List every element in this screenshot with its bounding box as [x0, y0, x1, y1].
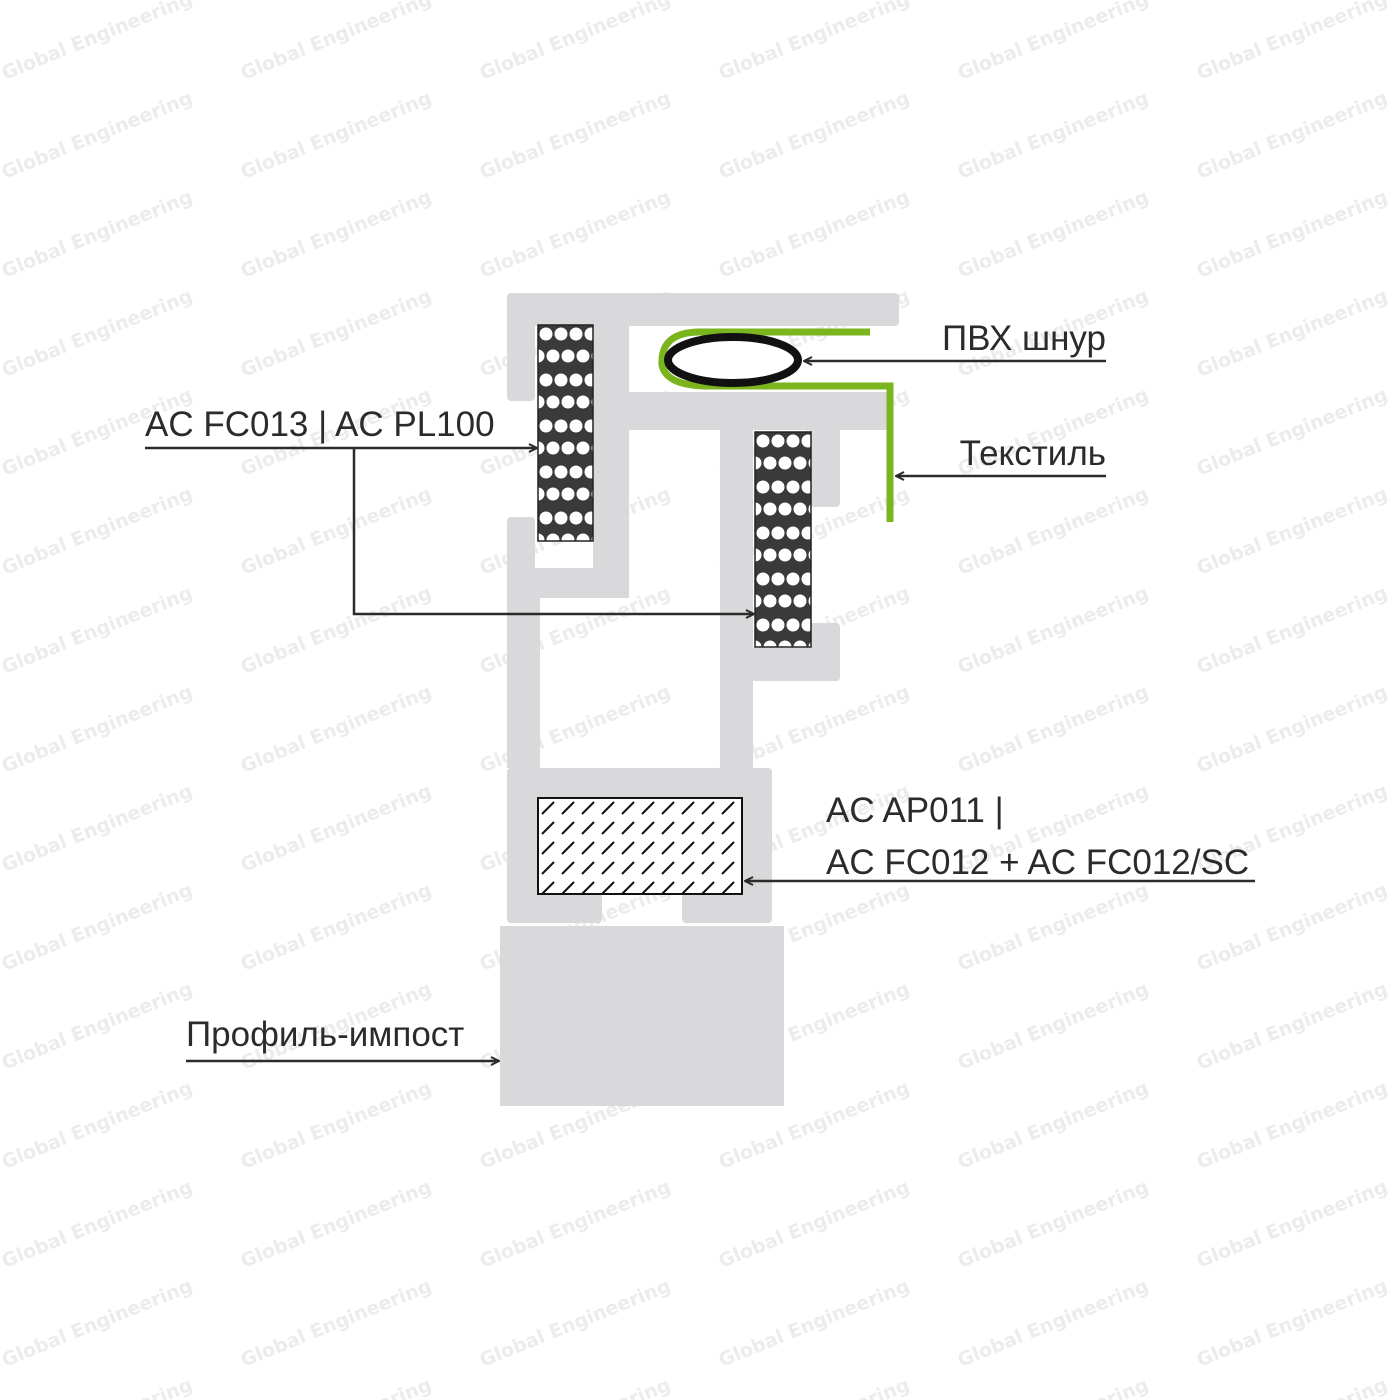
- watermark-text: Global Engineering: [0, 1275, 196, 1372]
- watermark-text: Global Engineering: [716, 87, 913, 184]
- watermark-text: Global Engineering: [1194, 1077, 1391, 1174]
- textile-strip: [658, 328, 894, 522]
- watermark-text: Global Engineering: [0, 285, 196, 382]
- watermark-text: Global Engineering: [238, 1077, 435, 1174]
- label-intumescent-strips: AC FC013 | AC PL100: [145, 405, 495, 444]
- watermark-text: Global Engineering: [0, 1077, 196, 1174]
- watermark-text: Global Engineering: [477, 1176, 674, 1273]
- intumescent-strip-lower: [754, 431, 812, 648]
- mullion-block: [500, 926, 784, 1106]
- watermark-text: Global Engineering: [238, 186, 435, 283]
- watermark-text: Global Engineering: [955, 1374, 1152, 1400]
- watermark-text: Global Engineering: [955, 1077, 1152, 1174]
- watermark-text: Global Engineering: [0, 87, 196, 184]
- watermark-text: Global Engineering: [0, 1176, 196, 1273]
- label-pvc-cord: ПВХ шнур: [942, 319, 1106, 358]
- watermark-text: Global Engineering: [1194, 978, 1391, 1075]
- label-textile: Текстиль: [960, 434, 1106, 473]
- watermark-text: Global Engineering: [1194, 384, 1391, 481]
- watermark-text: Global Engineering: [1194, 186, 1391, 283]
- watermark-text: Global Engineering: [1194, 0, 1391, 85]
- watermark-text: Global Engineering: [716, 0, 913, 85]
- watermark-text: Global Engineering: [955, 582, 1152, 679]
- watermark-text: Global Engineering: [0, 483, 196, 580]
- watermark-text: Global Engineering: [0, 1374, 196, 1400]
- watermark-text: Global Engineering: [1194, 681, 1391, 778]
- watermark-text: Global Engineering: [955, 978, 1152, 1075]
- pvc-cord: [664, 333, 802, 387]
- watermark-text: Global Engineering: [955, 1275, 1152, 1372]
- watermark-text: Global Engineering: [477, 1275, 674, 1372]
- watermark-text: Global Engineering: [238, 87, 435, 184]
- watermark-text: Global Engineering: [955, 0, 1152, 85]
- watermark-text: Global Engineering: [238, 582, 435, 679]
- watermark-text: Global Engineering: [0, 582, 196, 679]
- watermark-text: Global Engineering: [1194, 87, 1391, 184]
- watermark-text: Global Engineering: [0, 186, 196, 283]
- watermark-text: Global Engineering: [955, 483, 1152, 580]
- watermark-text: Global Engineering: [955, 1176, 1152, 1273]
- watermark-text: Global Engineering: [0, 780, 196, 877]
- label-glazing-line1: AC AP011 |: [826, 791, 1004, 830]
- watermark-text: Global Engineering: [0, 681, 196, 778]
- watermark-text: Global Engineering: [238, 483, 435, 580]
- watermark-text: Global Engineering: [477, 681, 674, 778]
- watermark-text: Global Engineering: [716, 1374, 913, 1400]
- watermark-text: Global Engineering: [0, 978, 196, 1075]
- watermark-text: Global Engineering: [955, 681, 1152, 778]
- watermark-text: Global Engineering: [1194, 1176, 1391, 1273]
- intumescent-strip-upper: [537, 324, 594, 542]
- watermark-text: Global Engineering: [1194, 1275, 1391, 1372]
- watermark-text: Global Engineering: [1194, 1374, 1391, 1400]
- watermark-text: Global Engineering: [238, 681, 435, 778]
- watermark-text: Global Engineering: [0, 0, 196, 85]
- watermark-text: Global Engineering: [955, 879, 1152, 976]
- watermark-text: Global Engineering: [716, 1275, 913, 1372]
- watermark-text: Global Engineering: [477, 0, 674, 85]
- watermark-text: Global Engineering: [1194, 483, 1391, 580]
- watermark-text: Global Engineering: [955, 186, 1152, 283]
- watermark-text: Global Engineering: [238, 0, 435, 85]
- watermark-text: Global Engineering: [716, 186, 913, 283]
- watermark-text: Global Engineering: [238, 1374, 435, 1400]
- watermark-text: Global Engineering: [1194, 879, 1391, 976]
- label-glazing-line2: AC FC012 + AC FC012/SC: [826, 843, 1249, 882]
- watermark-text: Global Engineering: [1194, 285, 1391, 382]
- watermark-text: Global Engineering: [238, 1176, 435, 1273]
- watermark-text: Global Engineering: [238, 1275, 435, 1372]
- watermark-text: Global Engineering: [955, 87, 1152, 184]
- watermark-text: Global Engineering: [238, 879, 435, 976]
- watermark-text: Global Engineering: [477, 87, 674, 184]
- label-mullion-profile: Профиль-импост: [186, 1015, 464, 1054]
- watermark-text: Global Engineering: [1194, 582, 1391, 679]
- leader-lines: [145, 361, 1255, 1061]
- watermark-text: Global Engineering: [477, 186, 674, 283]
- watermark-text: Global Engineering: [238, 285, 435, 382]
- watermark-text: Global Engineering: [0, 879, 196, 976]
- watermark-text: Global Engineering: [477, 1374, 674, 1400]
- watermark-text: Global Engineering: [716, 1176, 913, 1273]
- watermark-text: Global Engineering: [238, 780, 435, 877]
